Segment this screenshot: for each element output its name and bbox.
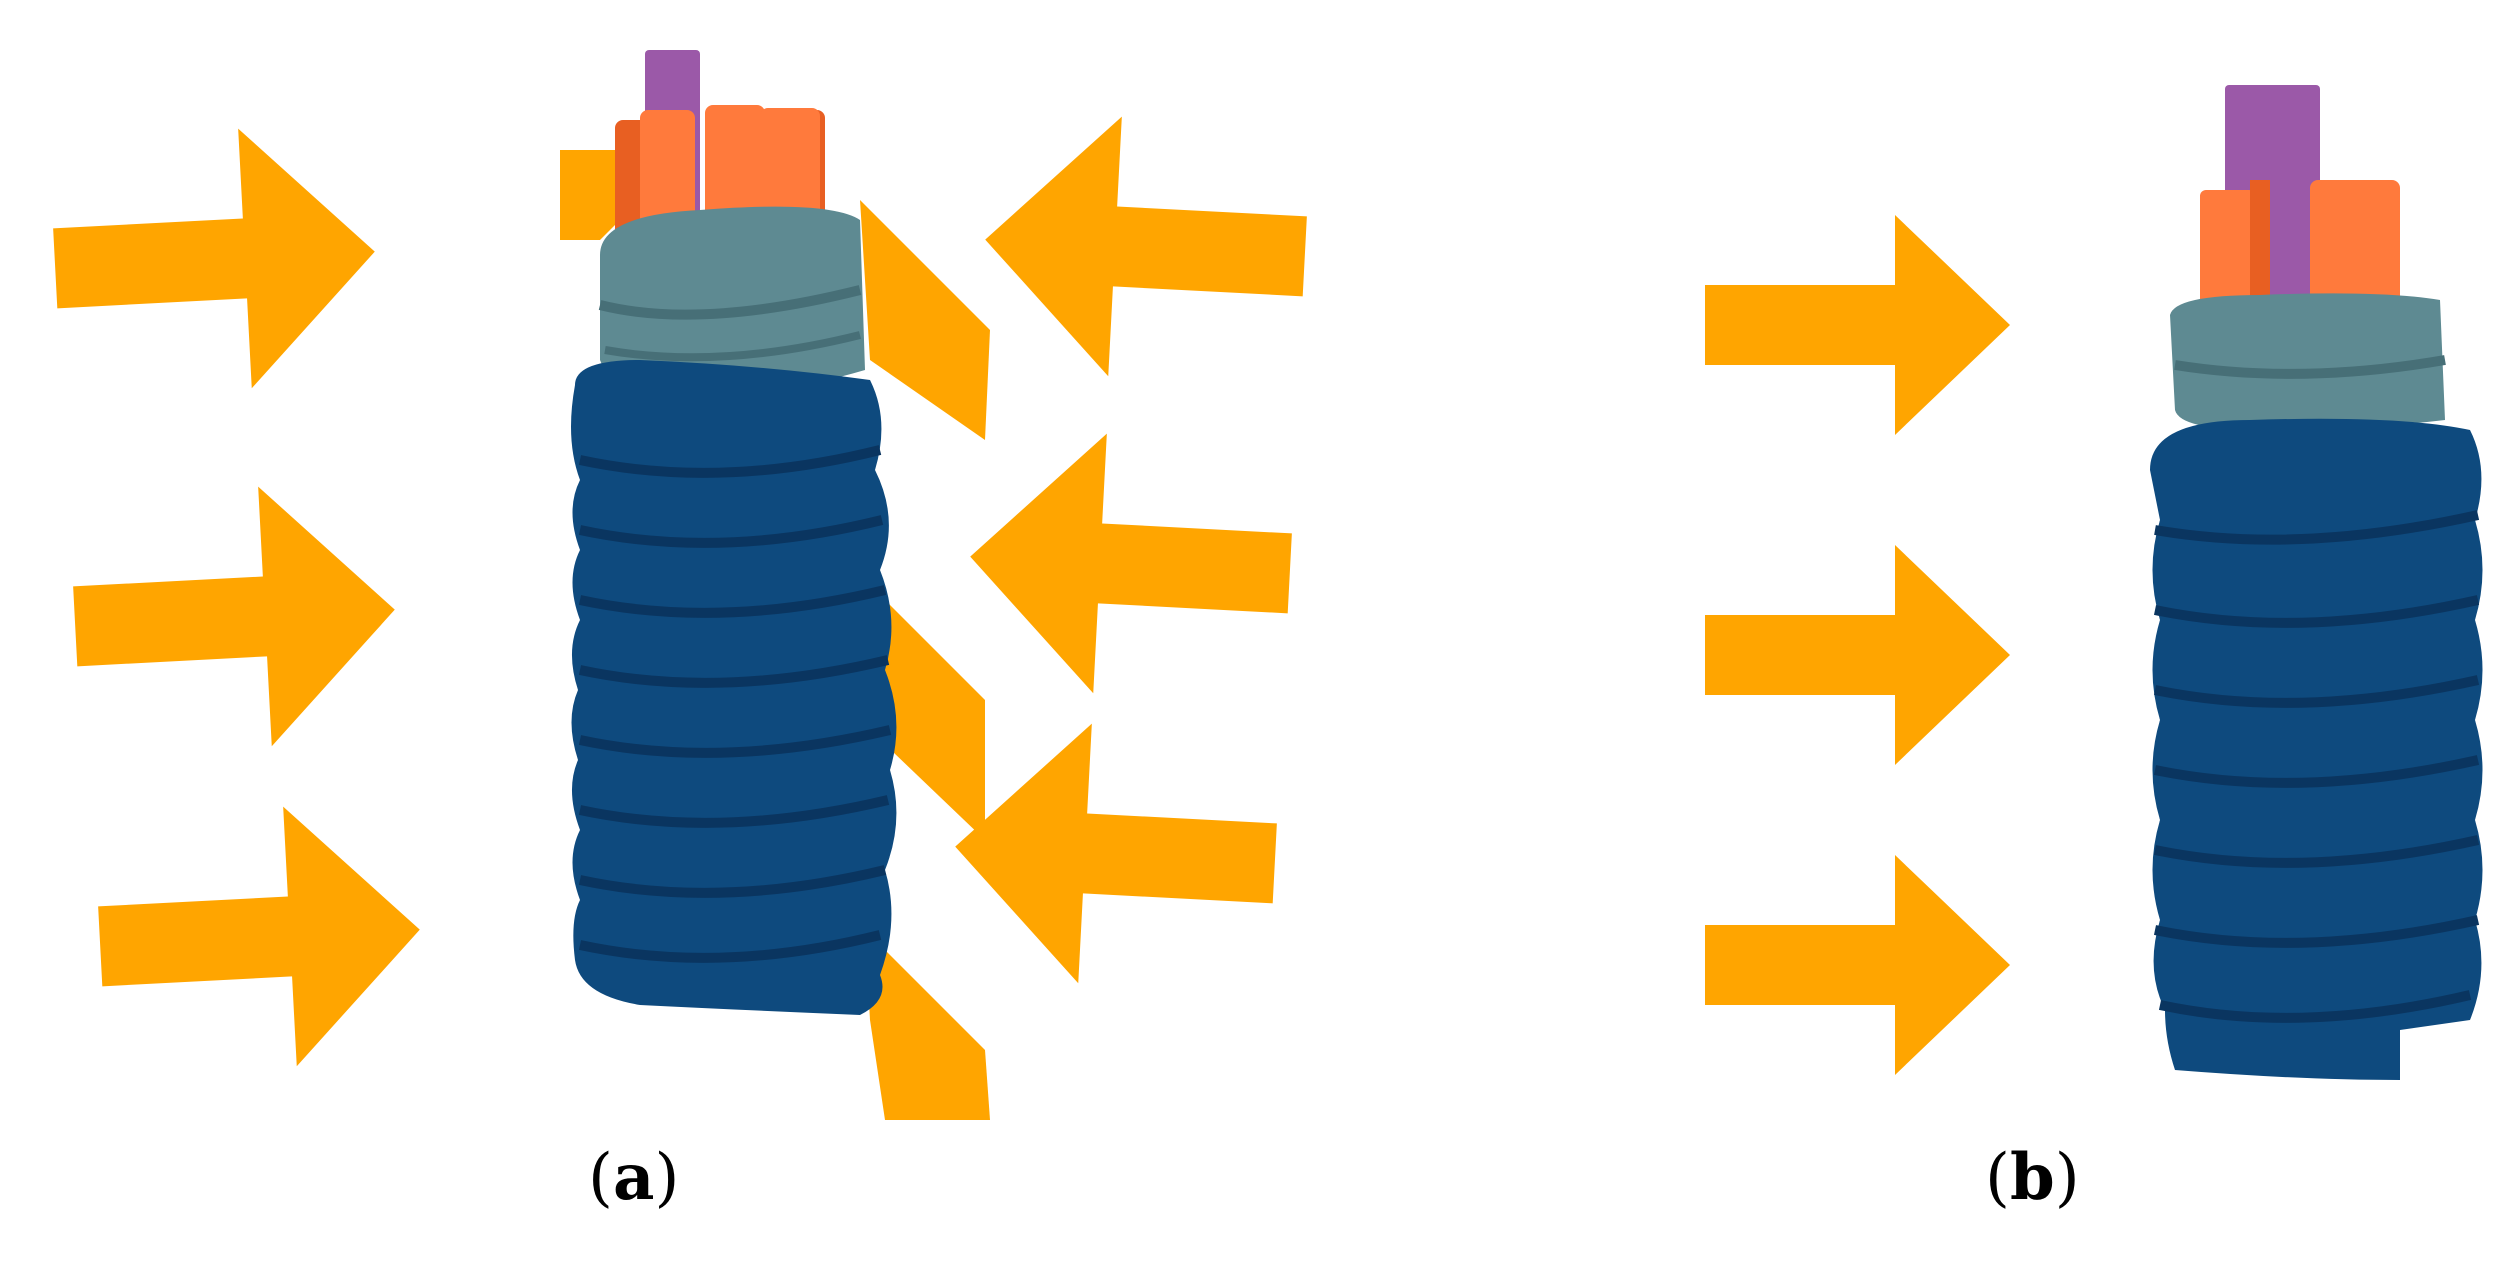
arrow-left-icon [970,433,1292,694]
cable-sheath [598,206,865,395]
panel-b [1705,85,2483,1080]
arrow-right-icon [98,806,420,1067]
arrow-partial-icon [865,580,985,840]
arrow-right-icon [1705,855,2010,1075]
cable-jacket [571,360,897,1015]
arrow-right-icon [1705,545,2010,765]
panel-b-letter: b [2009,1140,2055,1215]
cable-sheath [2170,293,2446,430]
cable-b [2150,85,2483,1080]
arrow-partial-icon [865,930,990,1120]
panel-a-label: (a) [588,1140,680,1215]
panel-b-label: (b) [1985,1140,2080,1215]
arrow-right-icon [53,128,375,389]
arrow-right-icon [1705,215,2010,435]
panel-a-letter: a [612,1140,655,1215]
cable-jacket [2150,418,2483,1080]
arrow-partial-icon [860,200,990,440]
arrow-right-icon [73,486,395,747]
panel-a-inner-arrows [560,150,990,1120]
panel-a-left-arrows [53,128,420,1067]
arrow-left-icon [955,723,1277,984]
panel-a [53,50,1307,1120]
panel-b-left-arrows [1705,215,2010,1075]
panel-a-right-arrows [955,116,1307,984]
arrow-left-icon [985,116,1307,377]
cable-a [571,50,897,1015]
cable-conductors [2200,180,2400,330]
